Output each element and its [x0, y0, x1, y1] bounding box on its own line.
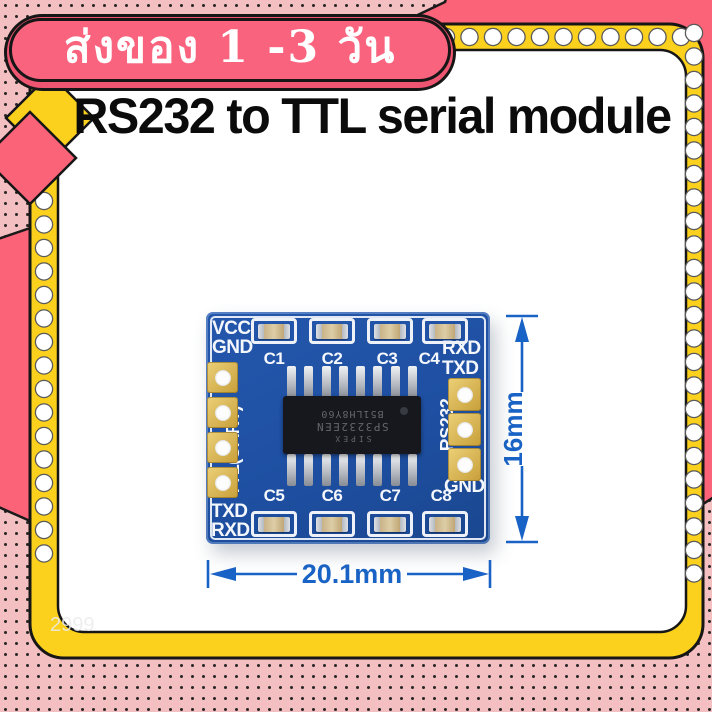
silkscreen-frame — [210, 316, 486, 540]
pad-right-2 — [448, 413, 481, 446]
capacitor-label-c5: C5 — [263, 486, 285, 505]
capacitor-label-c6: C6 — [321, 486, 343, 505]
pad-left-2 — [207, 397, 238, 428]
capacitor-c8 — [422, 511, 468, 537]
pad-right-3 — [448, 448, 481, 481]
pcb-label-txd-bottom: TXD — [211, 501, 248, 522]
ic-lot-code: B51LH8Y60 — [320, 408, 384, 420]
pcb-label-rxd-bottom: RXD — [211, 520, 250, 541]
ic-chip: SIPEX SP3232EEN B51LH8Y60 — [283, 366, 421, 486]
pink-diamond-decoration — [0, 110, 78, 206]
capacitor-label-c8: C8 — [430, 486, 452, 505]
capacitor-c3 — [367, 318, 413, 344]
shipping-banner: ส่งของ 1 -3 วัน — [9, 18, 451, 82]
ic-brand-text: SIPEX — [332, 434, 372, 444]
ic-pins-top — [287, 366, 417, 398]
height-dimension-label: 16mm — [498, 391, 528, 466]
capacitor-c2 — [309, 318, 355, 344]
pcb-label-txd-top: TXD — [442, 358, 479, 379]
ic-part-number: SP3232EEN — [315, 420, 389, 434]
capacitor-label-c2: C2 — [321, 349, 343, 368]
pcb-label-gnd-top: GND — [212, 337, 253, 358]
pad-left-4 — [207, 467, 238, 498]
pad-left-3 — [207, 432, 238, 463]
pcb-module-photo: VCC GND RXD TXD TXD RXD GND TTL(UART) RS… — [206, 312, 490, 544]
shipping-banner-text: ส่งของ 1 -3 วัน — [63, 22, 397, 73]
watermark-text: 2999 — [50, 614, 95, 636]
capacitor-label-c7: C7 — [379, 486, 401, 505]
product-title: RS232 to TTL serial module — [73, 88, 672, 144]
capacitor-label-c4: C4 — [418, 349, 440, 368]
pad-right-1 — [448, 378, 481, 411]
ic-pins-bottom — [287, 454, 417, 486]
ic-marking: SIPEX SP3232EEN B51LH8Y60 — [283, 396, 421, 454]
capacitor-c7 — [367, 511, 413, 537]
dimension-annotations — [206, 314, 538, 588]
capacitor-c5 — [251, 511, 297, 537]
capacitor-c4 — [422, 318, 468, 344]
ic-body: SIPEX SP3232EEN B51LH8Y60 — [283, 396, 421, 454]
pcb-label-vcc: VCC — [212, 318, 251, 339]
width-dimension-label: 20.1mm — [302, 559, 403, 589]
ic-pin1-dot — [400, 407, 408, 415]
capacitor-label-c3: C3 — [376, 349, 398, 368]
pcb-label-gnd-right: GND — [444, 476, 485, 497]
capacitor-c1 — [251, 318, 297, 344]
pad-left-1 — [207, 362, 238, 393]
capacitor-label-c1: C1 — [263, 349, 285, 368]
capacitor-c6 — [309, 511, 355, 537]
